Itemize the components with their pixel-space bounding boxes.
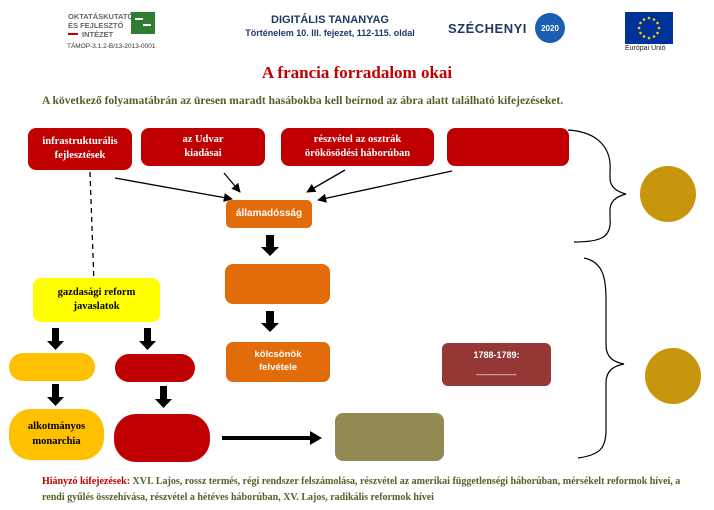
arrow-blank-to-debt xyxy=(317,170,453,203)
ofi-logo-line1: OKTATÁSKUTATÓ xyxy=(68,12,134,21)
ofi-logo-bar xyxy=(68,33,78,35)
arrow-court-to-debt xyxy=(223,172,241,193)
missing-terms-label: Hiányzó kifejezések: xyxy=(42,476,131,487)
box-blank-olive[interactable] xyxy=(335,413,444,461)
ofi-logo-mark xyxy=(131,12,155,34)
arrow-red-down xyxy=(155,386,172,408)
box-austrian-war: részvétel az osztrák örökösödési háborúb… xyxy=(281,128,434,166)
box-loans: kölcsönök felvétele xyxy=(226,342,330,382)
page-title: A francia forradalom okai xyxy=(261,63,453,82)
ofi-logo-line3: INTÉZET xyxy=(82,30,114,39)
eu-caption: Európai Unió xyxy=(625,45,666,52)
arrow-debt-down xyxy=(261,235,279,256)
box-state-debt: államadósság xyxy=(226,200,312,228)
missing-terms-list: XVI. Lajos, rossz termés, régi rendszer … xyxy=(42,476,681,503)
missing-terms: Hiányzó kifejezések: XVI. Lajos, rossz t… xyxy=(42,474,694,505)
brace-upper xyxy=(567,129,627,243)
box-blank-red-pill[interactable] xyxy=(115,354,195,382)
arrow-amber-down xyxy=(47,384,64,406)
brace-lower xyxy=(577,257,625,459)
thick-arrows xyxy=(47,235,279,408)
ofi-logo: OKTATÁSKUTATÓ ÉS FEJLESZTŐ INTÉZET TÁMOP… xyxy=(67,12,188,58)
ofi-logo-line2: ÉS FEJLESZTŐ xyxy=(68,21,124,30)
szechenyi-year: 2020 xyxy=(541,23,559,33)
instruction-text: A következő folyamatábrán az üresen mara… xyxy=(42,95,564,107)
box-economic-reform: gazdasági reform javaslatok xyxy=(33,278,160,322)
szechenyi-logo-text: SZÉCHENYI xyxy=(448,21,527,36)
header-title: DIGITÁLIS TANANYAG xyxy=(271,14,389,26)
arrow-to-olive-head xyxy=(310,431,322,445)
dashed-link xyxy=(89,171,95,284)
box-infrastructure: infrastrukturális fejlesztések xyxy=(28,128,132,170)
arrow-war-to-debt xyxy=(306,169,346,193)
years-label: 1788-1789: xyxy=(473,350,520,360)
box-blank-amber[interactable] xyxy=(9,353,95,381)
eu-flag-icon xyxy=(625,12,673,44)
box-years: 1788-1789: ________ xyxy=(442,343,551,386)
arrow-reform-right-down xyxy=(139,328,156,350)
box-blank-top-right[interactable] xyxy=(447,128,569,166)
circle-blank-lower[interactable] xyxy=(645,348,701,404)
header-subtitle: Történelem 10. III. fejezet, 112-115. ol… xyxy=(245,28,415,38)
box-constitutional-monarchy: alkotmányos monarchia xyxy=(9,409,104,460)
arrow-infra-to-debt xyxy=(114,177,233,203)
box-blank-red-large[interactable] xyxy=(114,414,210,462)
project-code: TÁMOP-3.1.2-B/13-2013-0001 xyxy=(67,43,156,50)
years-blank[interactable]: ________ xyxy=(476,365,517,375)
szechenyi-logo-circle: 2020 xyxy=(535,13,565,43)
arrow-reform-left-down xyxy=(47,328,64,350)
box-court-expenses: az Udvar kiadásai xyxy=(141,128,265,166)
circle-blank-upper[interactable] xyxy=(640,166,696,222)
arrow-blank-orange-down xyxy=(261,311,279,332)
box-blank-orange[interactable] xyxy=(225,264,330,304)
